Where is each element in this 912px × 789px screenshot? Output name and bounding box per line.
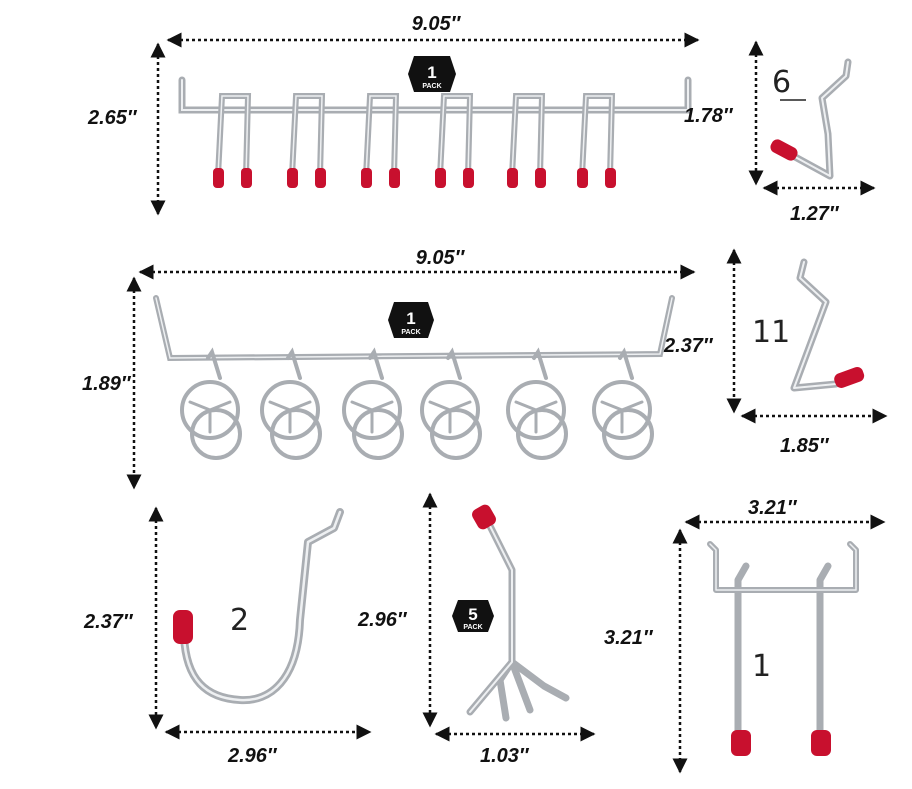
j-hook-large: 2.37″ 2.96″ 2 bbox=[83, 506, 372, 767]
height-label: 2.65″ bbox=[87, 107, 138, 129]
rubber-tip bbox=[834, 366, 865, 388]
pack-badge: 1 PACK bbox=[408, 56, 456, 92]
width-label: 9.05″ bbox=[412, 13, 462, 35]
rubber-tip bbox=[173, 610, 193, 644]
rubber-tip bbox=[241, 168, 252, 188]
height-label: 2.96″ bbox=[357, 609, 408, 631]
height-label: 1.78″ bbox=[684, 105, 734, 127]
double-prong-hook: 3.21″ 3.21″ 1 bbox=[604, 497, 886, 774]
quantity-label: 1 bbox=[752, 649, 771, 684]
svg-text:5: 5 bbox=[468, 605, 477, 624]
rack-wire bbox=[153, 295, 675, 460]
rubber-tip bbox=[811, 730, 831, 756]
rubber-tip bbox=[605, 168, 616, 188]
width-label: 3.21″ bbox=[748, 497, 798, 519]
width-label: 9.05″ bbox=[416, 247, 466, 269]
rubber-tip bbox=[535, 168, 546, 188]
width-label: 2.96″ bbox=[227, 745, 278, 767]
loop-hook bbox=[180, 347, 242, 460]
pack-badge: 1 PACK bbox=[388, 302, 434, 338]
width-label: 1.27″ bbox=[790, 203, 840, 225]
rubber-tip bbox=[389, 168, 400, 188]
width-label: 1.03″ bbox=[480, 745, 530, 767]
rubber-tip bbox=[287, 168, 298, 188]
loop-hook bbox=[260, 347, 322, 460]
rubber-tip bbox=[213, 168, 224, 188]
loop-hook bbox=[506, 347, 568, 460]
rubber-tip bbox=[463, 168, 474, 188]
quantity-label: 2 bbox=[230, 603, 249, 638]
rubber-tip bbox=[361, 168, 372, 188]
j-hook-small: 1.78″ 1.27″ 6 bbox=[684, 40, 876, 225]
double-prong-hook-rack: 9.05″ 2.65″ 1 PACK bbox=[87, 13, 700, 216]
svg-text:1: 1 bbox=[406, 309, 415, 328]
rubber-tip bbox=[315, 168, 326, 188]
width-label: 1.85″ bbox=[780, 435, 830, 457]
height-label: 2.37″ bbox=[663, 335, 714, 357]
tool-holder-hook: 2.96″ 1.03″ 5 PACK bbox=[357, 492, 596, 767]
rubber-tip bbox=[731, 730, 751, 756]
svg-text:PACK: PACK bbox=[463, 624, 482, 631]
rack-wire bbox=[178, 76, 692, 188]
quantity-label: 11 bbox=[752, 315, 790, 350]
rubber-tip bbox=[770, 139, 798, 161]
pack-badge: 5 PACK bbox=[452, 600, 494, 632]
height-label: 2.37″ bbox=[83, 611, 134, 633]
loop-hook bbox=[592, 347, 654, 460]
height-label: 3.21″ bbox=[604, 627, 654, 649]
quantity-label: 6 bbox=[772, 65, 791, 100]
loop-hook bbox=[342, 347, 404, 460]
svg-text:PACK: PACK bbox=[401, 329, 420, 336]
svg-text:1: 1 bbox=[427, 63, 436, 82]
loop-hook-rack: 9.05″ 1.89″ 1 PACK bbox=[82, 247, 696, 490]
height-label: 1.89″ bbox=[82, 373, 132, 395]
rubber-tip bbox=[435, 168, 446, 188]
svg-text:PACK: PACK bbox=[422, 83, 441, 90]
rubber-tip bbox=[507, 168, 518, 188]
rubber-tip bbox=[577, 168, 588, 188]
rubber-tip bbox=[472, 504, 496, 530]
loop-hook bbox=[420, 347, 482, 460]
l-hook: 2.37″ 1.85″ 11 bbox=[663, 248, 888, 457]
